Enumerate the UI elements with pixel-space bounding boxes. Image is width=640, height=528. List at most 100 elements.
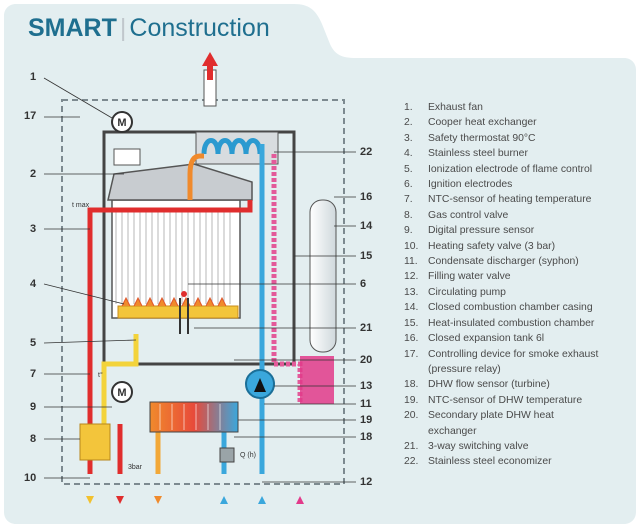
callout-10: 10 [24, 472, 37, 484]
legend-number: 12. [404, 271, 419, 283]
gas-control-valve [79, 423, 111, 461]
legend-number: 11. [404, 256, 418, 268]
legend-number: 7. [404, 194, 413, 206]
legend-number: 16. [404, 333, 419, 345]
legend-text: Stainless steel burner [428, 148, 528, 160]
exhaust-fan: M [111, 52, 218, 166]
construction-card: SMART|Construction [4, 4, 636, 524]
legend-item: 17. Controlling device for smoke exhaust [404, 347, 634, 362]
legend-item: 20.Secondary plate DHW heat [404, 408, 634, 423]
legend-item: 2. Cooper heat exchanger [404, 115, 634, 130]
legend-item: 11. Condensate discharger (syphon) [404, 254, 634, 269]
legend-item: 22. Stainless steel economizer [404, 454, 634, 469]
callout-20: 20 [360, 354, 373, 366]
legend-text: Stainless steel economizer [428, 456, 552, 468]
return-pipe [271, 154, 303, 404]
legend-number [404, 424, 428, 439]
hot-pipe [87, 200, 253, 474]
legend-item: 7. NTC-sensor of heating temperature [404, 192, 634, 207]
legend-number: 20. [404, 410, 419, 422]
expansion-tank [300, 199, 337, 404]
legend-item: (pressure relay) [404, 362, 634, 377]
callout-13: 13 [360, 380, 373, 392]
legend-text: Gas control valve [428, 209, 509, 221]
legend-item: 18.DHW flow sensor (turbine) [404, 377, 634, 392]
callout-3: 3 [30, 223, 37, 235]
legend-item: 6.Ignition electrodes [404, 177, 634, 192]
legend-number: 9. [404, 225, 413, 237]
legend-text: Heating safety valve (3 bar) [428, 240, 556, 252]
legend-number: 19. [404, 394, 419, 406]
condensate-pipe [187, 153, 201, 200]
legend-item: exchanger [404, 424, 634, 439]
svg-text:M: M [117, 387, 126, 399]
title-separator: | [119, 14, 127, 42]
legend-number: 15. [404, 317, 419, 329]
connection-arrows [86, 496, 304, 504]
switching-valve-motor: M [111, 381, 133, 403]
legend-text: Safety thermostat 90°C [428, 132, 536, 144]
legend-number: 10. [404, 240, 419, 252]
legend-number: 14. [404, 302, 419, 314]
legend-number [404, 362, 428, 377]
legend-item: 3. Safety thermostat 90°C [404, 131, 634, 146]
legend-number: 4. [404, 148, 413, 160]
legend-text: Ignition electrodes [428, 179, 513, 191]
page-title: SMART|Construction [28, 14, 270, 43]
callout-14: 14 [360, 220, 373, 232]
economizer [195, 131, 279, 165]
legend-item: 10. Heating safety valve (3 bar) [404, 239, 634, 254]
legend-number: 3. [404, 132, 413, 144]
callout-16: 16 [360, 191, 373, 203]
legend-number: 8. [404, 209, 413, 221]
brand-label: SMART [28, 14, 117, 42]
legend-text: Controlling device for smoke exhaust [428, 348, 599, 360]
casing-outline [61, 99, 345, 485]
legend-text: Closed combustion chamber casing [428, 302, 593, 314]
legend-number: 13. [404, 286, 419, 298]
legend-list: 1. Exhaust fan 2. Cooper heat exchanger 3. Sa… [404, 100, 634, 470]
callout-4: 4 [30, 278, 37, 290]
legend-number: 17. [404, 348, 419, 360]
callout-21: 21 [360, 322, 373, 334]
legend-number: 22. [404, 456, 419, 468]
legend-item: 1. Exhaust fan [404, 100, 634, 115]
callout-8: 8 [30, 433, 37, 445]
leader-lines [43, 77, 356, 483]
callout-1: 1 [30, 71, 37, 83]
legend-text: DHW flow sensor (turbine) [428, 379, 550, 391]
legend-text: Cooper heat exchanger [428, 117, 537, 129]
legend-text: Digital pressure sensor [428, 225, 535, 237]
combustion-chamber [102, 130, 296, 366]
flow-sensor-label: Q (h) [240, 452, 256, 459]
callout-18: 18 [360, 431, 373, 443]
callout-11: 11 [360, 398, 372, 410]
gas-pipe [101, 334, 139, 424]
legend-item: 15.Heat-insulated combustion chamber [404, 316, 634, 331]
bypass-label: 3bar [128, 464, 143, 471]
legend-item: 19. NTC-sensor of DHW temperature [404, 393, 634, 408]
legend-text: Condensate discharger (syphon) [428, 256, 579, 268]
legend-item: 21.3-way switching valve [404, 439, 634, 454]
circulating-pump [245, 369, 275, 399]
callout-5: 5 [30, 337, 37, 349]
callout-15: 15 [360, 250, 373, 262]
legend-item: 8. Gas control valve [404, 208, 634, 223]
callout-12: 12 [360, 476, 373, 488]
legend-text: NTC-sensor of DHW temperature [428, 394, 583, 406]
legend-number: 1. [404, 102, 413, 113]
callout-19: 19 [360, 414, 373, 426]
legend-item: 12. Filling water valve [404, 269, 634, 284]
plate-heat-exchanger [149, 401, 239, 433]
callout-17: 17 [24, 110, 37, 122]
legend-text: (pressure relay) [428, 363, 501, 375]
callout-2: 2 [30, 168, 37, 180]
legend-text: Circulating pump [428, 286, 506, 298]
legend-number: 2. [404, 117, 413, 129]
legend-item: 5.Ionization electrode of flame control [404, 162, 634, 177]
legend-text: Filling water valve [428, 271, 511, 283]
legend-text: NTC-sensor of heating temperature [428, 194, 592, 206]
legend-text: Exhaust fan [428, 102, 483, 113]
burner [117, 291, 239, 334]
legend-number: 5. [404, 163, 413, 175]
